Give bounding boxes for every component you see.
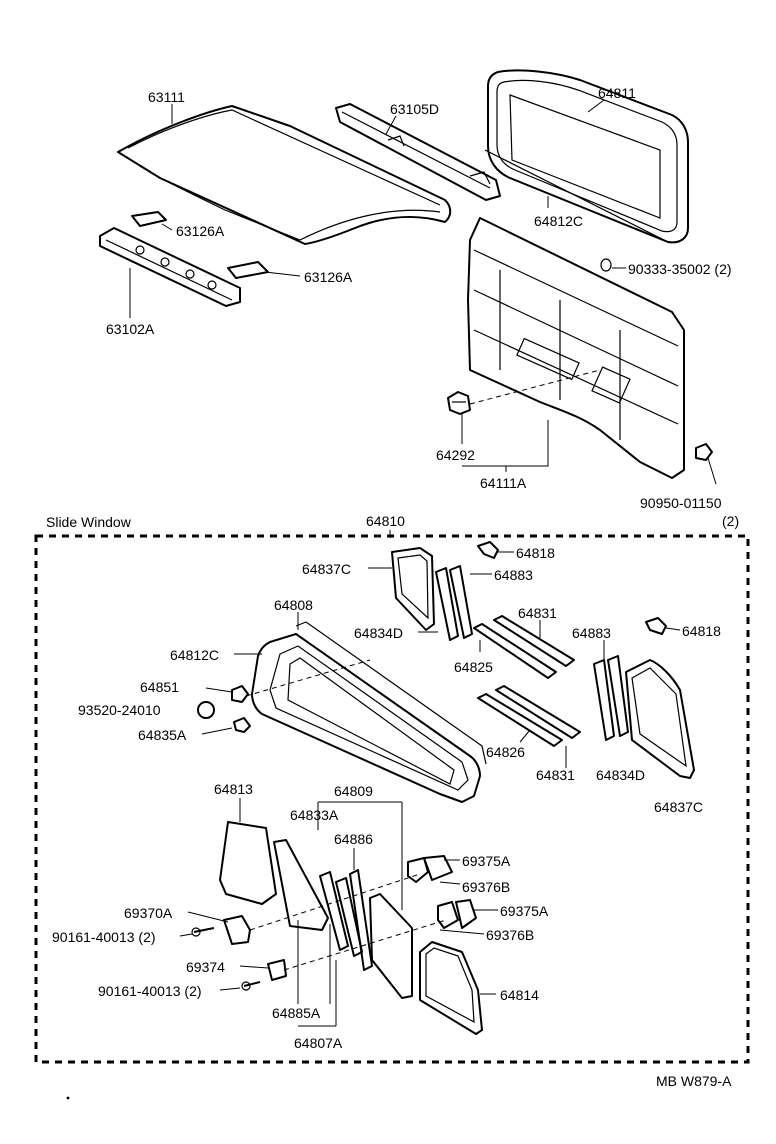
slide-window-64808 <box>234 612 487 803</box>
label-93520-24010: 93520-24010 <box>78 702 161 718</box>
label-90161-40013-2: 90161-40013 (2) <box>98 983 202 999</box>
label-69375A-1: 69375A <box>462 853 511 869</box>
dashline-64851 <box>245 659 371 697</box>
label-64818-1: 64818 <box>516 545 555 561</box>
back-panel-64111A <box>467 217 685 479</box>
label-90333-35002: 90333-35002 (2) <box>628 261 732 277</box>
label-64812C-top: 64812C <box>534 213 583 229</box>
grommet-90950-01150 <box>695 443 713 461</box>
label-64814: 64814 <box>500 987 539 1003</box>
label-69375A-2: 69375A <box>500 903 549 919</box>
quarter-glass-64837C <box>368 547 435 631</box>
label-63102A: 63102A <box>106 321 155 337</box>
label-63126A-2: 63126A <box>304 269 353 285</box>
rail-64826-64831 <box>477 685 581 768</box>
dashline-69374 <box>283 919 447 971</box>
slide-window-frame <box>34 534 750 1064</box>
label-64834D-2: 64834D <box>596 767 645 783</box>
latch-69375A-69376B <box>407 855 498 935</box>
clip-64818 <box>477 541 681 635</box>
quarter-glass-right <box>593 640 695 779</box>
label-64837C-1: 64837C <box>302 561 351 577</box>
label-63111: 63111 <box>148 89 185 105</box>
scan-dot <box>66 1096 70 1100</box>
slide-glass-64814 <box>369 893 496 1035</box>
slide-glass-64813 <box>219 798 277 905</box>
weatherstrip-64812C-upper <box>484 149 669 243</box>
label-64886: 64886 <box>334 831 373 847</box>
label-64292: 64292 <box>436 447 475 463</box>
back-window-64811 <box>487 69 689 244</box>
label-64837C-2: 64837C <box>654 799 703 815</box>
label-64810: 64810 <box>366 513 405 529</box>
label-64831-2: 64831 <box>536 767 575 783</box>
label-64833A: 64833A <box>290 807 339 823</box>
label-69370A: 69370A <box>124 905 173 921</box>
roof-rail-63102A <box>99 227 241 307</box>
plug-90333-35002 <box>600 258 612 272</box>
lower-leaders <box>297 920 337 1027</box>
label-64883-1: 64883 <box>494 567 533 583</box>
label-63126A-1: 63126A <box>176 223 225 239</box>
label-69376B-2: 69376B <box>486 927 534 943</box>
label-64885A: 64885A <box>272 1005 321 1021</box>
label-64811: 64811 <box>598 85 636 101</box>
part-labels: 63111 63105D 64811 63126A 63126A 63102A … <box>46 85 739 1089</box>
label-63105D: 63105D <box>390 101 439 117</box>
clip-64292 <box>447 391 471 415</box>
label-64808: 64808 <box>274 597 313 613</box>
channels-64809 <box>273 801 403 971</box>
upper-leaders <box>129 99 605 472</box>
label-64826: 64826 <box>486 744 525 760</box>
roof-rail-63105D <box>335 103 501 201</box>
rail-64831-64825 <box>473 615 575 679</box>
dashline-69370A <box>249 873 421 931</box>
label-64111A: 64111A <box>480 475 527 491</box>
label-64825: 64825 <box>454 659 493 675</box>
channel-64883 <box>435 565 492 641</box>
roof-panel-63111 <box>117 105 452 245</box>
section-title: Slide Window <box>46 514 132 530</box>
label-90950-01150: 90950-01150 <box>640 495 722 511</box>
label-64883-2: 64883 <box>572 625 611 641</box>
label-64851: 64851 <box>140 679 179 695</box>
label-90950-qty: (2) <box>722 513 739 529</box>
label-69374: 69374 <box>186 959 225 975</box>
label-64813: 64813 <box>214 781 253 797</box>
label-64831-1: 64831 <box>518 605 557 621</box>
label-69376B-1: 69376B <box>462 879 510 895</box>
dashline-64292 <box>469 369 601 405</box>
label-64835A: 64835A <box>138 727 187 743</box>
label-64809: 64809 <box>334 783 373 799</box>
latch-69370A <box>179 911 251 945</box>
keeper-69374 <box>219 959 287 991</box>
label-64818-2: 64818 <box>682 623 721 639</box>
label-64807A: 64807A <box>294 1035 343 1051</box>
footer-code: MB W879-A <box>656 1073 732 1089</box>
label-64812C: 64812C <box>170 647 219 663</box>
label-90161-40013-1: 90161-40013 (2) <box>52 929 156 945</box>
label-64834D-1: 64834D <box>354 625 403 641</box>
fasteners-64851 <box>197 685 251 735</box>
leader-90950 <box>707 457 717 485</box>
